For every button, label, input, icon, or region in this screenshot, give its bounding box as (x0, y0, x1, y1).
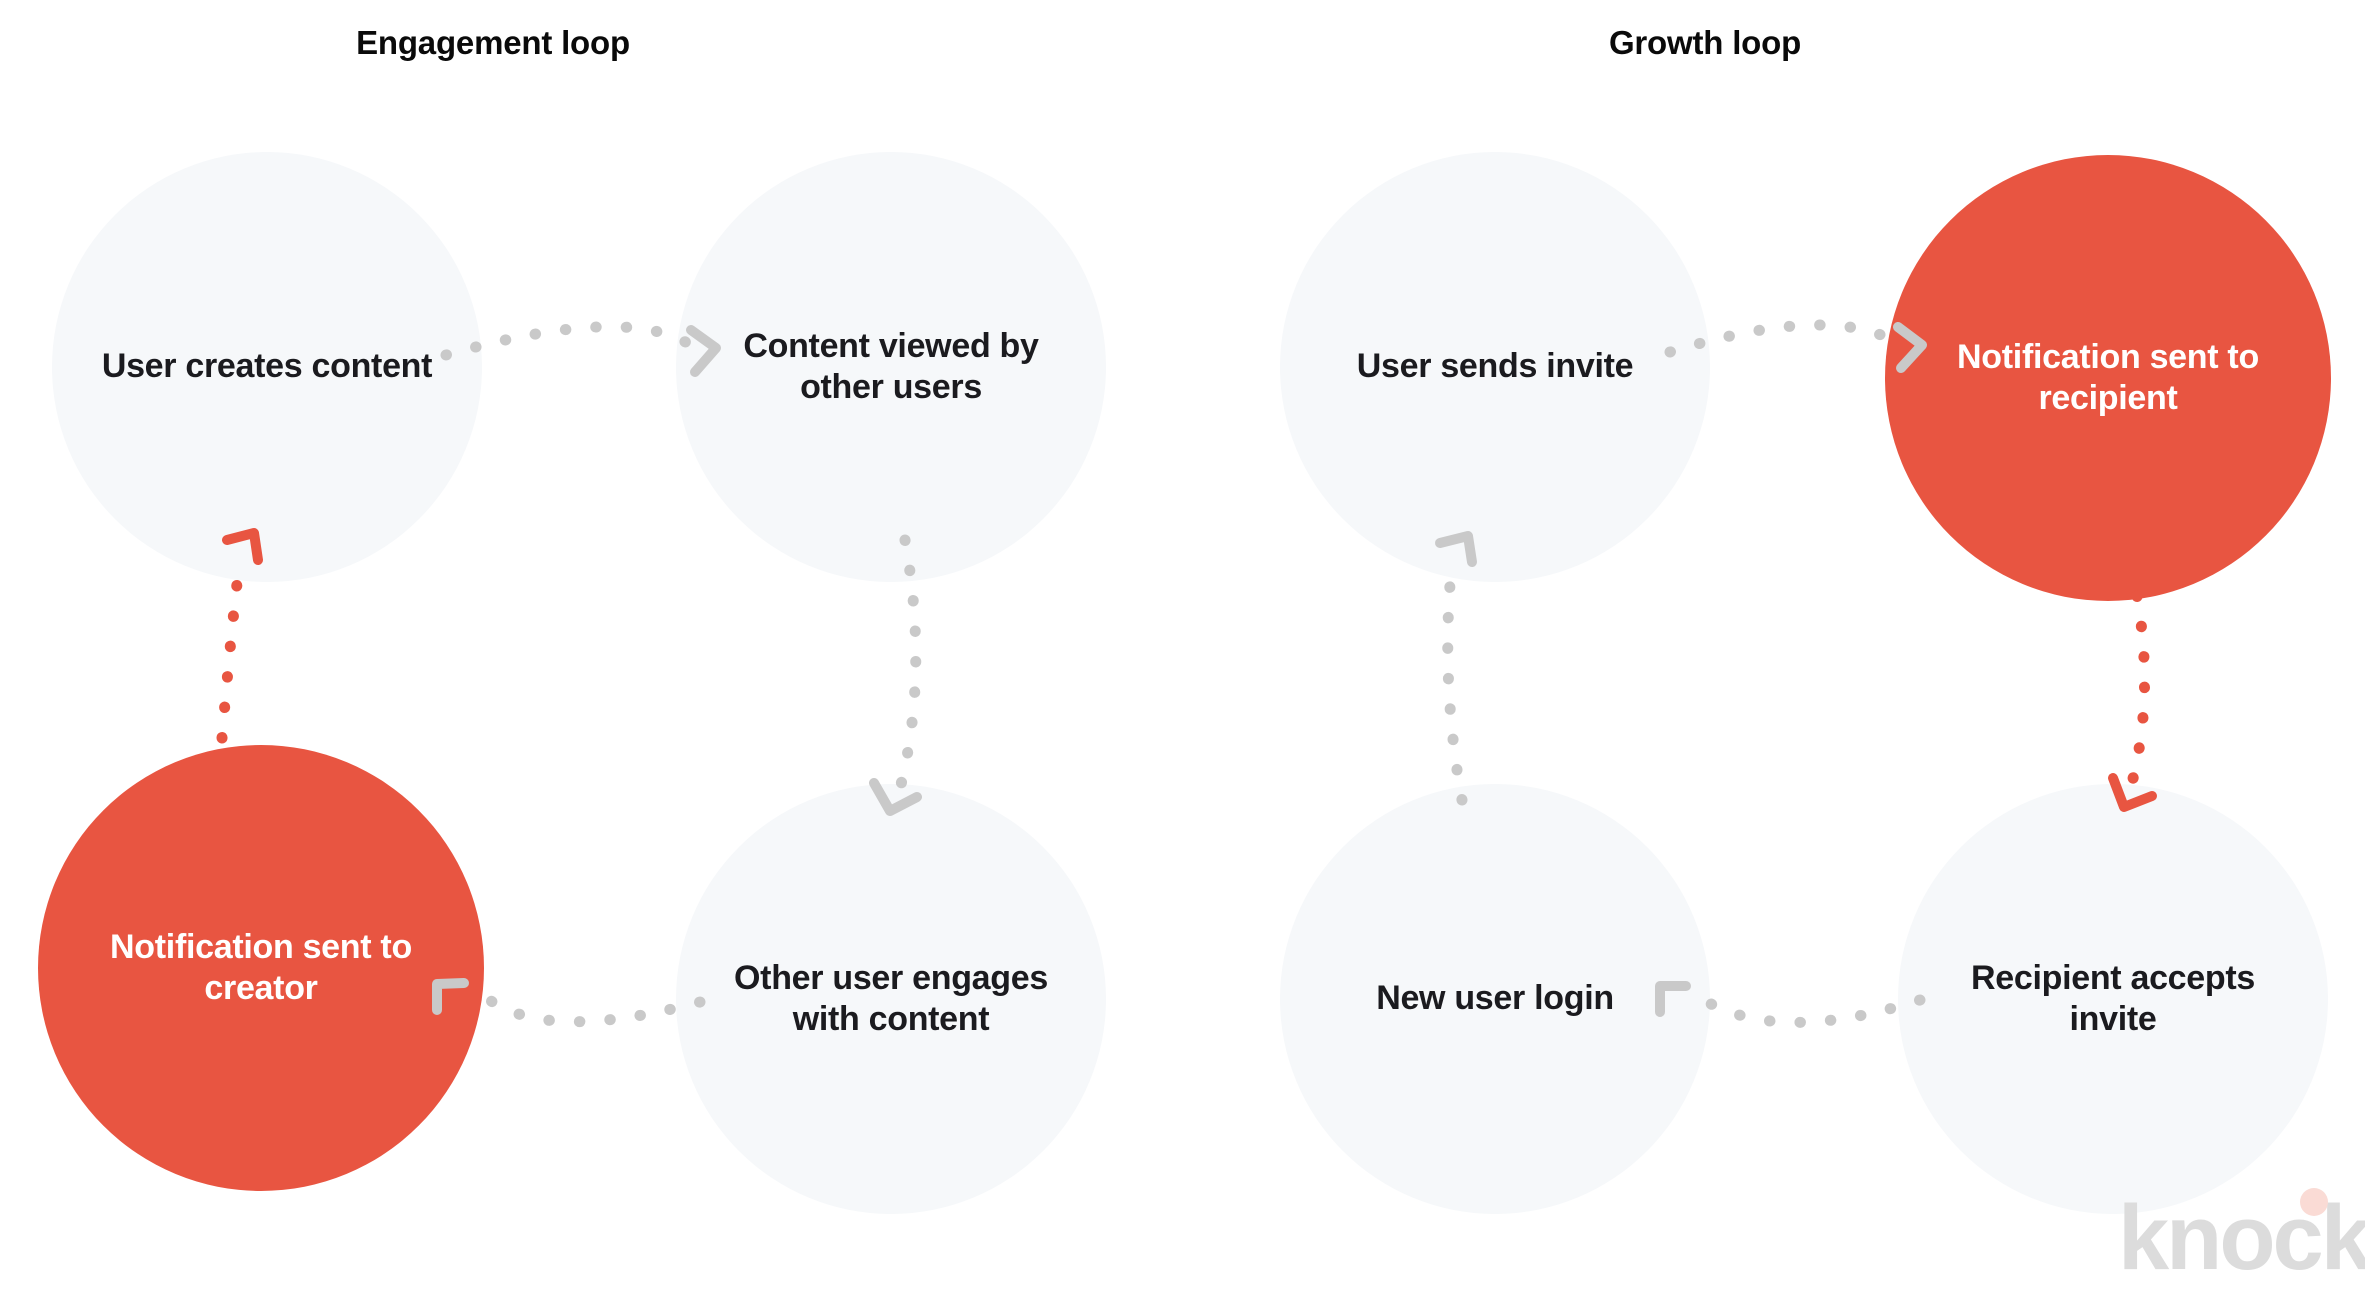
node-recipient-accepts-invite[interactable]: Recipient accepts invite (1898, 784, 2328, 1214)
knock-logo: knock (2118, 1188, 2365, 1288)
node-label: User creates content (101, 347, 433, 386)
node-label: User sends invite (1356, 347, 1634, 386)
dot-icon (2300, 1188, 2328, 1216)
node-label: Content viewed by other users (743, 326, 1039, 406)
node-label: Notification sent to creator (110, 927, 412, 1007)
node-label: Notification sent to recipient (1957, 337, 2259, 417)
node-new-user-login[interactable]: New user login (1280, 784, 1710, 1214)
node-content-viewed-by-other-users[interactable]: Content viewed by other users (676, 152, 1106, 582)
node-label: Other user engages with content (734, 958, 1048, 1038)
loop-title-growth: Growth loop (1608, 24, 1802, 61)
node-user-creates-content[interactable]: User creates content (52, 152, 482, 582)
connector-growth-right (2108, 590, 2157, 812)
node-label: New user login (1376, 979, 1614, 1018)
node-other-user-engages-with-content[interactable]: Other user engages with content (676, 784, 1106, 1214)
node-user-sends-invite[interactable]: User sends invite (1280, 152, 1710, 582)
loop-title-engagement: Engagement loop (356, 24, 630, 61)
node-label: Recipient accepts invite (1970, 958, 2256, 1038)
node-notification-sent-to-creator[interactable]: Notification sent to creator (38, 745, 484, 1191)
node-notification-sent-to-recipient[interactable]: Notification sent to recipient (1885, 155, 2331, 601)
knock-wordmark: knock (2118, 1187, 2365, 1289)
